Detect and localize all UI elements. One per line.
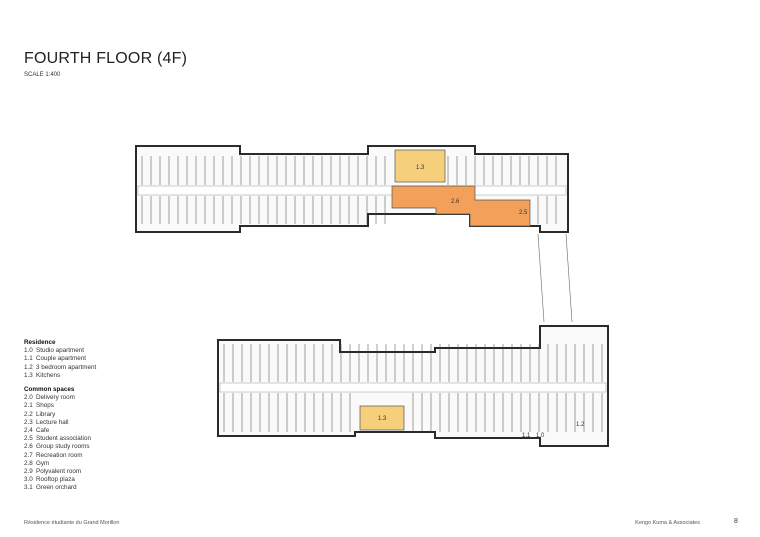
legend-heading-common: Common spaces xyxy=(24,386,75,394)
legend-item-label: Studio apartment xyxy=(36,347,84,355)
legend-item-label: Polyvalent room xyxy=(36,468,82,476)
lower-kitchen-area xyxy=(359,405,405,431)
legend-item-label: Library xyxy=(36,410,56,418)
legend-item-number: 1.0 xyxy=(24,347,33,355)
legend-item-number: 1.3 xyxy=(24,371,33,379)
legend-item-label: Shops xyxy=(36,402,54,410)
upper-common-area xyxy=(391,185,531,227)
legend-item-label: Group study rooms xyxy=(36,443,90,451)
legend-item-label: Gym xyxy=(36,459,50,467)
upper-building-plan: 1.3 2.6 2.5 xyxy=(135,145,569,233)
footer-project-name: Résidence étudiante du Grand Morillon xyxy=(24,520,120,526)
scale-label: SCALE 1:400 xyxy=(24,72,61,78)
legend-item-number: 2.3 xyxy=(24,418,33,426)
legend-item-number: 2.7 xyxy=(24,451,33,459)
legend-heading-residence: Residence xyxy=(24,339,56,346)
legend-item-number: 2.0 xyxy=(24,394,33,402)
upper-kitchen-label: 1.3 xyxy=(416,165,425,171)
legend-item-label: Green orchard xyxy=(36,484,77,492)
connector-line xyxy=(537,233,545,323)
legend-item-label: Student association xyxy=(36,435,91,443)
page-number: 8 xyxy=(734,518,738,525)
lower-kitchen-label: 1.3 xyxy=(378,416,387,422)
legend-item-number: 2.2 xyxy=(24,410,33,418)
legend-item-label: Couple apartment xyxy=(36,355,87,363)
lower-couple-label: 1.1 xyxy=(522,433,531,439)
legend-item-label: Rooftop plaza xyxy=(36,476,75,484)
legend-item-label: 3 bedroom apartment xyxy=(36,363,97,371)
legend-item-number: 3.0 xyxy=(24,476,33,484)
legend-item-number: 2.1 xyxy=(24,402,33,410)
lower-building-plan: 1.3 1.1 1.2 1.0 xyxy=(217,325,609,447)
legend-item-label: Delivery room xyxy=(36,394,75,402)
legend-item-number: 1.2 xyxy=(24,363,33,371)
legend-item-label: Recreation room xyxy=(36,451,83,459)
lower-studio-label: 1.0 xyxy=(536,433,545,439)
legend-item-label: Kitchens xyxy=(36,371,61,379)
lower-three-bed-label: 1.2 xyxy=(576,422,585,428)
legend-item-number: 2.6 xyxy=(24,443,33,451)
upper-kitchen-area xyxy=(394,149,446,183)
legend-item-number: 3.1 xyxy=(24,484,33,492)
upper-study-label-a: 2.6 xyxy=(451,199,460,205)
legend-item-number: 2.4 xyxy=(24,427,33,435)
connector-line xyxy=(565,233,573,323)
legend-item-number: 2.8 xyxy=(24,459,33,467)
legend-item-number: 2.9 xyxy=(24,468,33,476)
legend-item-label: Cafe xyxy=(36,427,50,435)
legend-item-label: Lecture hall xyxy=(36,418,69,426)
page-title: FOURTH FLOOR (4F) xyxy=(24,50,188,67)
upper-study-label-b: 2.5 xyxy=(519,210,528,216)
footer-firm-name: Kengo Kuma & Associates xyxy=(635,520,700,526)
legend-item-number: 2.5 xyxy=(24,435,33,443)
legend-item-number: 1.1 xyxy=(24,355,33,363)
